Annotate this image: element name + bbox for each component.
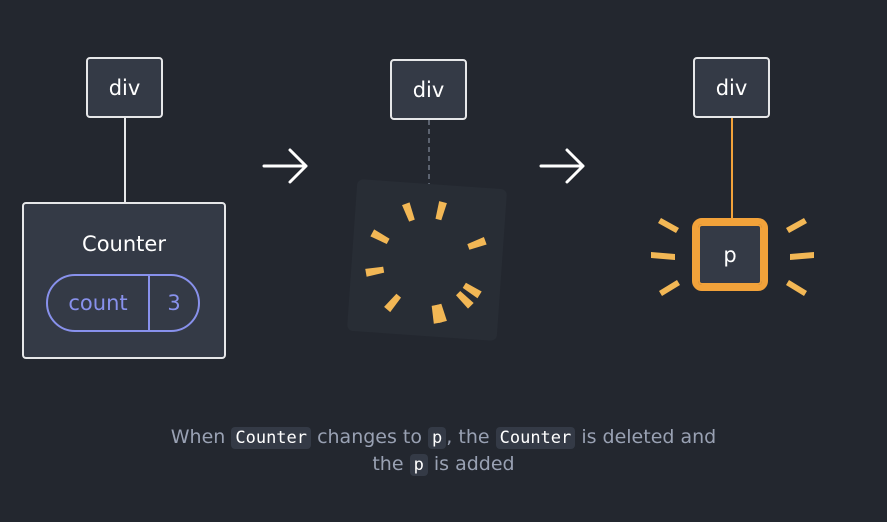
caption-text: When: [170, 426, 226, 448]
step2-div-node: div: [390, 59, 467, 120]
step3-div-label: div: [715, 75, 748, 100]
caption-text: , the: [446, 426, 490, 448]
step3-connector: [731, 118, 733, 220]
state-value: 3: [167, 291, 181, 315]
caption-code: p: [409, 454, 428, 476]
caption-line-1: When Counter changes to p, the Counter i…: [0, 424, 887, 452]
state-name: count: [68, 291, 128, 315]
state-pill: count 3: [46, 274, 200, 332]
arrow-right-icon: [539, 148, 585, 184]
step1-connector: [124, 118, 126, 202]
added-sparkle-icon: [651, 218, 814, 296]
step1-div-label: div: [108, 75, 141, 100]
caption-code: p: [428, 427, 447, 449]
caption-code: Counter: [495, 427, 576, 449]
step1-div-node: div: [86, 57, 163, 118]
arrow-right-icon: [262, 148, 308, 184]
caption-text: is added: [433, 453, 515, 475]
caption-line-2: the p is added: [0, 451, 887, 479]
deletion-burst-icon: [365, 201, 487, 324]
caption-text: changes to: [317, 426, 422, 448]
counter-component-box: Counter count 3: [22, 202, 226, 359]
step2-div-label: div: [412, 77, 445, 102]
step2-dashed-connector: [428, 120, 430, 190]
state-pill-divider: [148, 276, 150, 330]
p-element-label: p: [723, 242, 737, 267]
caption-text: the: [372, 453, 404, 475]
step3-div-node: div: [693, 57, 770, 118]
caption-text: is deleted and: [581, 426, 717, 448]
caption-code: Counter: [231, 427, 312, 449]
p-element-node: p: [692, 218, 768, 291]
counter-component-name: Counter: [82, 232, 166, 256]
